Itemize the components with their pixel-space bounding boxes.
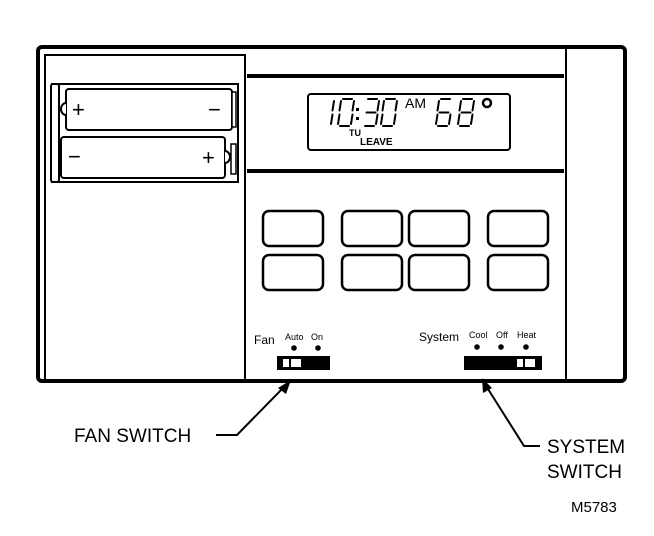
keypad-button-r2-c1[interactable] [261,253,325,292]
system-switch-callout: SYSTEM SWITCH [482,378,625,483]
keypad-button-r1-c3[interactable] [407,209,471,248]
battery-compartment [44,54,246,382]
fan-switch-knob-right[interactable] [291,359,301,367]
lcd-time-digits [330,98,398,127]
lcd-colon [356,117,359,120]
lcd-display: AM TU LEAVE [307,93,511,151]
lcd-digit [330,100,335,125]
lcd-day: TU [349,128,361,138]
system-switch-knob-left[interactable] [517,359,523,367]
system-off-indicator [498,344,504,350]
battery-1-right-terminal: − [208,97,221,122]
keypad-button-r2-c4[interactable] [486,253,550,292]
fan-switch[interactable]: Fan Auto On [254,332,330,370]
lcd-meridiem: AM [405,95,426,111]
system-heat-indicator [523,344,529,350]
keypad-button-r1-c2[interactable] [340,209,404,248]
fan-switch-callout-label: FAN SWITCH [74,426,191,447]
system-option-cool: Cool [469,330,488,340]
fan-auto-indicator [291,345,297,351]
lcd-period: LEAVE [360,137,393,148]
system-switch-knob-right[interactable] [525,359,535,367]
system-option-off: Off [496,330,508,340]
lcd-temp-digit [457,98,475,127]
battery-2: − + [60,136,237,179]
battery-1: + − [60,88,237,131]
lcd-digit [380,98,398,127]
fan-switch-track[interactable] [277,356,330,370]
keypad-button-r2-c2[interactable] [340,253,404,292]
fan-switch-callout: FAN SWITCH [74,380,291,447]
battery-2-right-terminal: + [202,145,215,170]
lcd-colon [356,108,359,111]
keypad [261,209,550,292]
lcd-temperature-digits [435,98,475,127]
system-callout-arrowhead [482,378,492,393]
figure-id: M5783 [571,499,617,516]
degree-icon [481,97,493,109]
system-option-heat: Heat [517,330,537,340]
system-switch-callout-line1: SYSTEM [547,437,625,458]
system-switch-label: System [419,330,459,344]
battery-2-left-terminal: − [68,144,81,169]
fan-switch-knob-left[interactable] [283,359,289,367]
fan-option-on: On [311,332,323,342]
fan-on-indicator [315,345,321,351]
fan-callout-arrowhead [278,380,291,394]
system-switch-callout-line2: SWITCH [547,462,622,483]
fan-option-auto: Auto [285,332,304,342]
lcd-digit [337,98,355,127]
battery-1-left-terminal: + [72,97,85,122]
lcd-digit [364,98,380,127]
system-cool-indicator [474,344,480,350]
keypad-button-r1-c1[interactable] [261,209,325,248]
fan-switch-label: Fan [254,333,275,347]
system-switch[interactable]: System Cool Off Heat [419,330,542,370]
lcd-temp-digit [435,98,452,127]
keypad-button-r1-c4[interactable] [486,209,550,248]
battery-holder: + − − + [50,83,239,183]
keypad-button-r2-c3[interactable] [407,253,471,292]
